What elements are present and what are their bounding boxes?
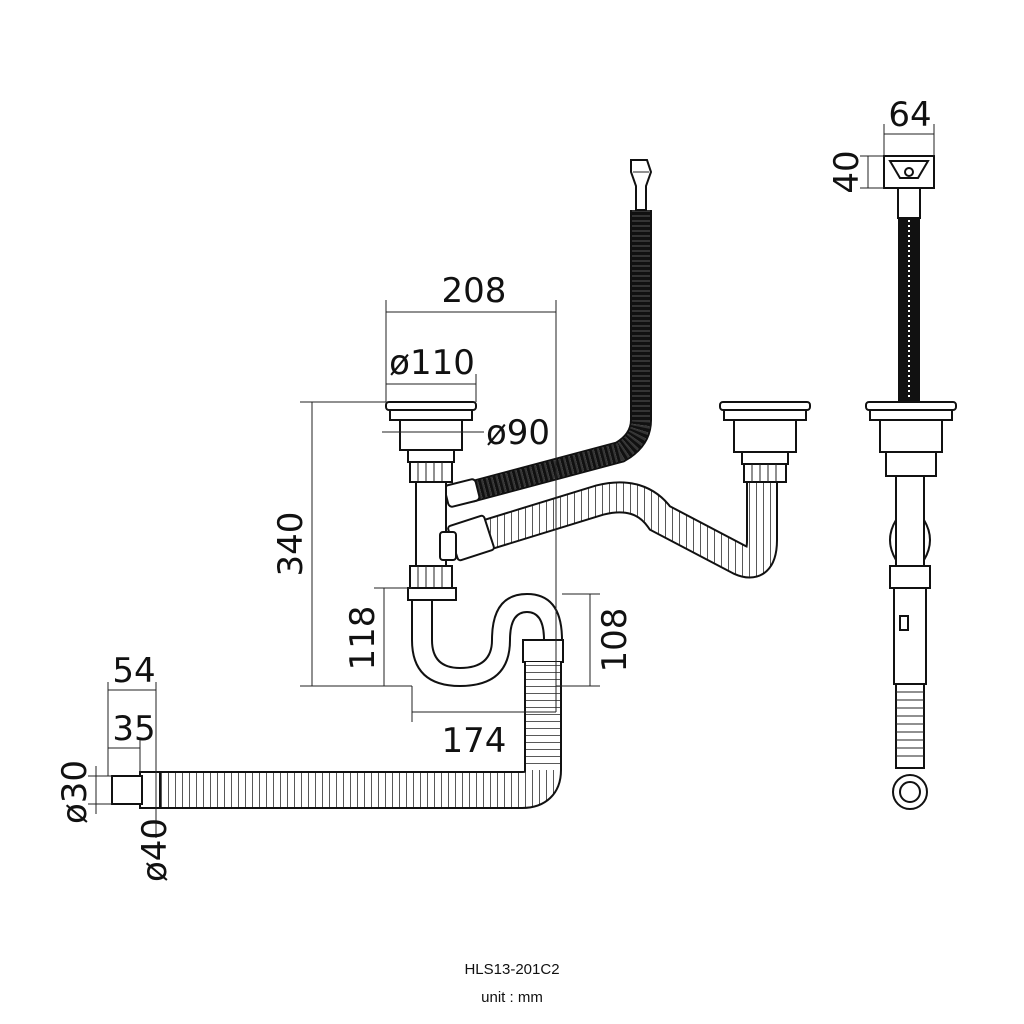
caption: HLS13-201C2 unit : mm [464,961,559,1006]
dim-108: 108 [595,608,635,673]
p-trap [407,587,564,688]
dim-118: 118 [343,606,383,671]
overflow-hose [443,159,653,508]
side-view [865,155,957,810]
dim-35: 35 [112,709,155,749]
dim-dia-40: ø40 [135,818,175,882]
outlet-hose [111,662,562,809]
dim-dia-90: ø90 [486,413,550,453]
dim-174: 174 [442,721,507,761]
dim-340: 340 [271,512,311,577]
dim-side-64: 64 [888,95,931,135]
right-strainer [719,401,811,483]
dim-side-40: 40 [827,150,867,193]
connector-hose [439,480,778,579]
left-strainer [385,401,477,589]
dimension-lines [88,124,935,838]
dim-208: 208 [442,271,507,311]
dim-dia-110: ø110 [389,343,475,383]
unit-note: unit : mm [481,989,543,1006]
model-number: HLS13-201C2 [464,961,559,978]
front-view [111,159,811,809]
dimension-labels: 208 ø110 ø90 340 118 108 174 54 35 ø30 ø… [55,95,932,882]
dim-54: 54 [112,651,155,691]
dim-dia-30: ø30 [55,760,95,824]
